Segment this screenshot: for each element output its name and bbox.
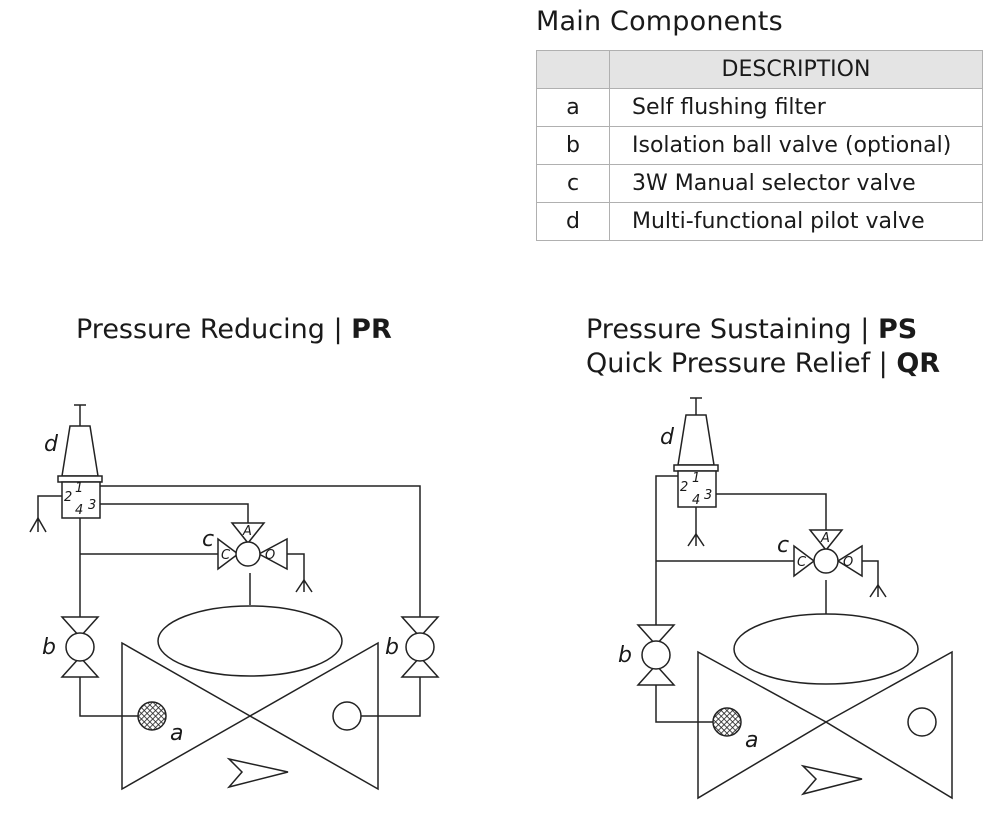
downstream-port-icon bbox=[907, 707, 937, 737]
component-description: 3W Manual selector valve bbox=[609, 164, 983, 203]
downstream-port-icon bbox=[332, 701, 362, 731]
self-flushing-filter-icon bbox=[137, 701, 167, 731]
left-heading-code: PR bbox=[351, 314, 392, 345]
right-diagram-labels: d 1 2 3 4 c A C O b a bbox=[618, 425, 853, 753]
drain-icon bbox=[687, 532, 705, 547]
label-b: b bbox=[618, 643, 632, 668]
main-components-title: Main Components bbox=[536, 6, 783, 37]
label-d: d bbox=[44, 432, 59, 457]
port-label-4: 4 bbox=[75, 503, 83, 518]
table-row: a Self flushing filter bbox=[536, 88, 983, 127]
label-c: c bbox=[202, 527, 214, 552]
label-b: b bbox=[385, 635, 399, 660]
port-label-3: 3 bbox=[704, 488, 712, 503]
header-description: DESCRIPTION bbox=[609, 50, 983, 89]
drain-icon bbox=[29, 516, 47, 533]
ball-valve-icon bbox=[400, 616, 440, 678]
selector-valve-icon bbox=[793, 529, 863, 578]
selector-port-c: C bbox=[221, 548, 231, 563]
component-description: Multi-functional pilot valve bbox=[609, 202, 983, 241]
right-heading-line-1: Pressure Sustaining | PS bbox=[586, 313, 940, 347]
right-heading-1-code: PS bbox=[877, 314, 918, 345]
table-header-row: DESCRIPTION bbox=[536, 50, 983, 89]
component-code: a bbox=[536, 88, 610, 127]
left-diagram-labels: d 1 2 3 4 c A C O b b a bbox=[42, 432, 399, 746]
self-flushing-filter-icon bbox=[712, 707, 742, 737]
port-label-4: 4 bbox=[692, 493, 700, 508]
pilot-valve-icon bbox=[57, 404, 103, 519]
port-label-3: 3 bbox=[88, 498, 96, 513]
label-a: a bbox=[745, 728, 758, 753]
selector-port-a: A bbox=[820, 531, 830, 546]
control-pipes bbox=[655, 475, 879, 723]
ball-valve-icon bbox=[636, 624, 676, 686]
label-c: c bbox=[777, 533, 789, 558]
control-pipes bbox=[37, 485, 421, 717]
left-diagram-heading: Pressure Reducing | PR bbox=[76, 313, 392, 347]
right-heading-1-text: Pressure Sustaining | bbox=[586, 314, 878, 345]
port-label-2: 2 bbox=[680, 480, 688, 495]
drain-icon bbox=[869, 583, 887, 598]
components-table: DESCRIPTION a Self flushing filter b Iso… bbox=[536, 50, 983, 241]
main-valve-body bbox=[697, 580, 953, 800]
pressure-reducing-diagram bbox=[29, 404, 440, 791]
label-d: d bbox=[660, 425, 675, 450]
selector-port-o: O bbox=[265, 548, 275, 563]
right-diagram-heading: Pressure Sustaining | PS Quick Pressure … bbox=[586, 313, 940, 381]
selector-port-a: A bbox=[242, 524, 252, 539]
label-b: b bbox=[42, 635, 56, 660]
table-row: c 3W Manual selector valve bbox=[536, 164, 983, 203]
main-valve-body bbox=[121, 573, 379, 791]
flow-direction-arrow bbox=[226, 757, 289, 789]
right-heading-2-text: Quick Pressure Relief | bbox=[586, 348, 897, 379]
pilot-valve-icon bbox=[673, 397, 719, 508]
port-label-1: 1 bbox=[75, 481, 83, 496]
label-a: a bbox=[170, 721, 183, 746]
left-heading-text: Pressure Reducing | bbox=[76, 314, 352, 345]
header-code-cell bbox=[536, 50, 610, 89]
flow-direction-arrow bbox=[800, 764, 863, 796]
component-description: Self flushing filter bbox=[609, 88, 983, 127]
selector-port-o: O bbox=[843, 555, 853, 570]
port-label-1: 1 bbox=[692, 471, 700, 486]
selector-port-c: C bbox=[797, 555, 807, 570]
ball-valve-icon bbox=[60, 616, 100, 678]
right-heading-line-2: Quick Pressure Relief | QR bbox=[586, 347, 940, 381]
drain-icon bbox=[295, 578, 313, 593]
table-row: d Multi-functional pilot valve bbox=[536, 202, 983, 241]
selector-valve-icon bbox=[217, 522, 288, 571]
component-code: b bbox=[536, 126, 610, 165]
right-heading-2-code: QR bbox=[896, 348, 941, 379]
pressure-sustaining-diagram bbox=[636, 397, 953, 800]
port-label-2: 2 bbox=[64, 490, 72, 505]
